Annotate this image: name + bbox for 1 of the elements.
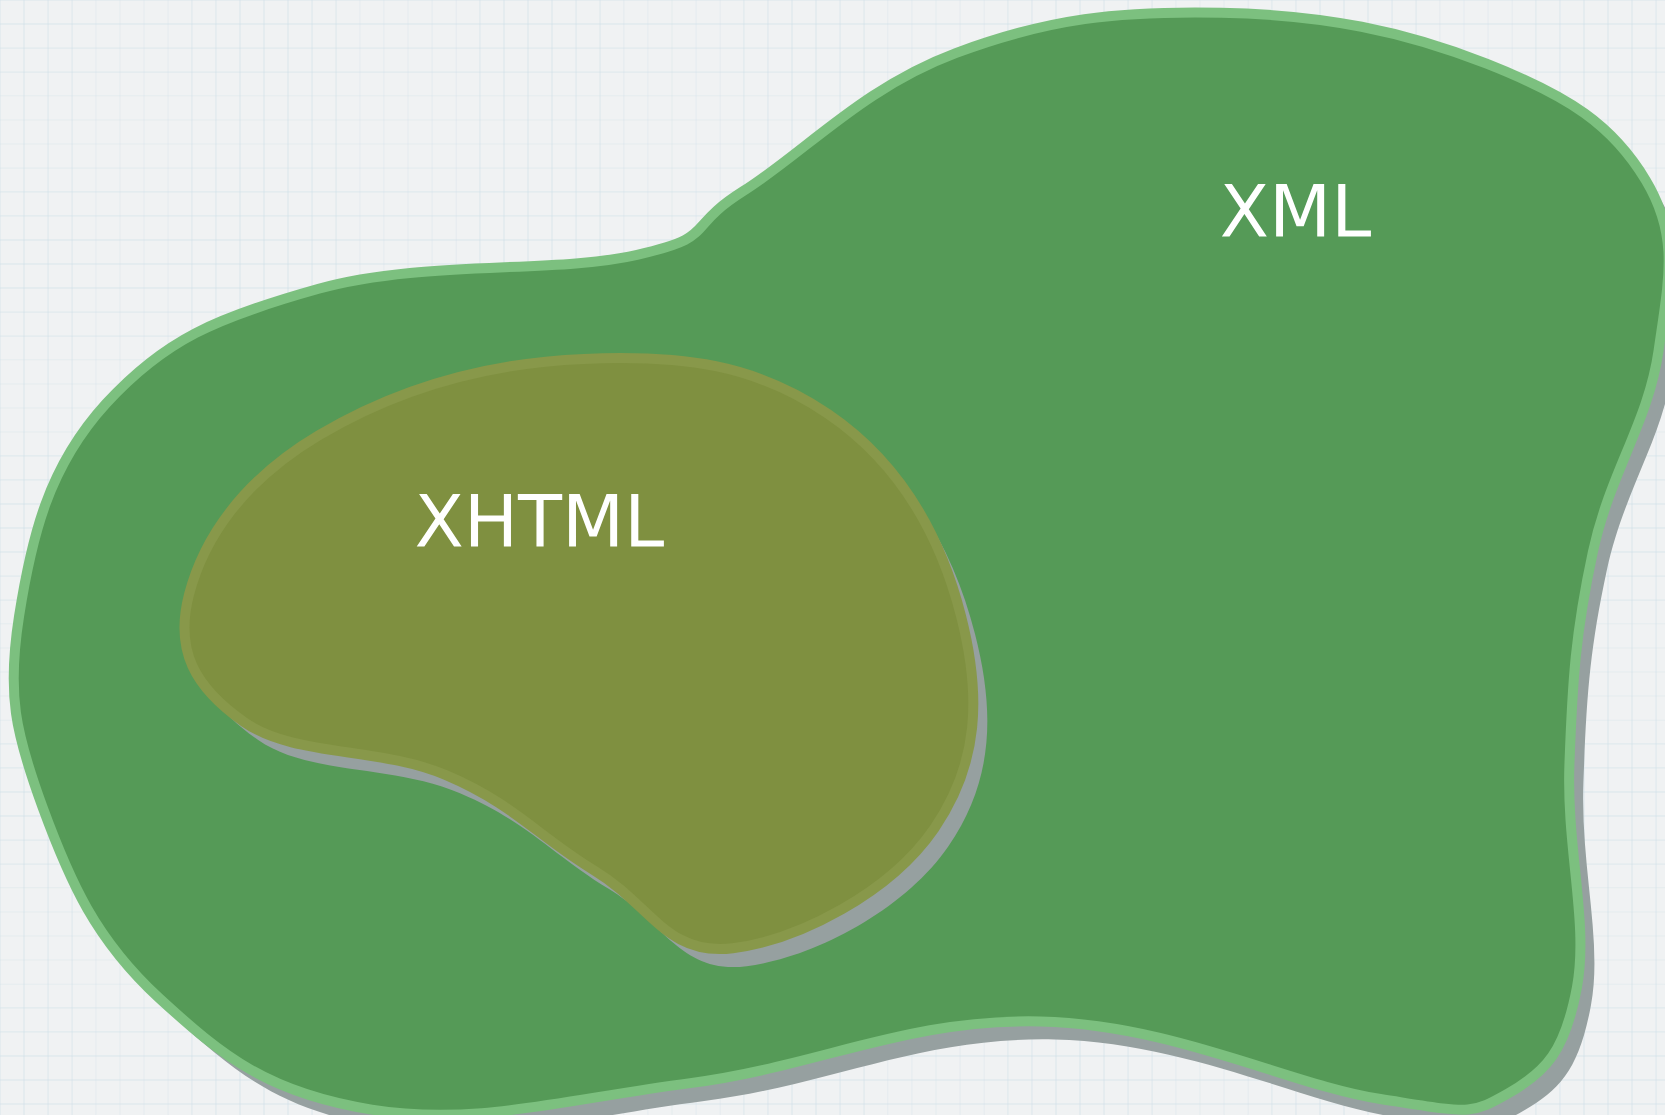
blob-region: XHTML (179, 353, 988, 968)
